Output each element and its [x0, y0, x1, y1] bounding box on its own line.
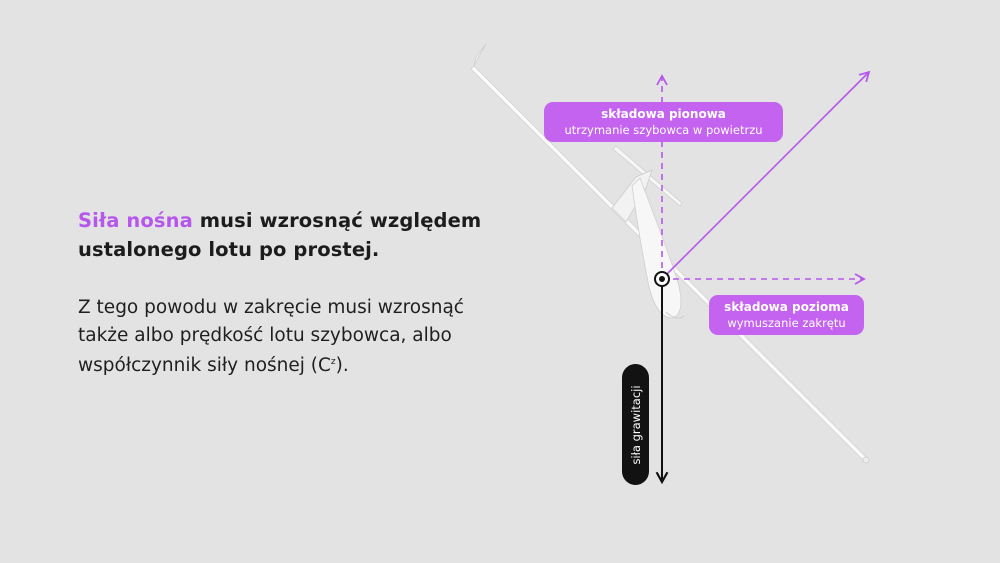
vertical-label-subtitle: utrzymanie szybowca w powietrzu: [564, 123, 763, 137]
horizontal-label-title: składowa pozioma: [724, 300, 849, 314]
body-end: ).: [335, 355, 349, 376]
body-paragraph: Z tego powodu w zakręcie musi wzrosnąć t…: [78, 294, 518, 380]
explanation-text: Siła nośna musi wzrosnąć względem ustalo…: [78, 206, 518, 380]
horizontal-component-label: składowa pozioma wymuszanie zakrętu: [709, 295, 864, 335]
headline-rest: musi wzrosnąć względem ustalonego lotu p…: [78, 209, 482, 261]
body-superscript: z: [330, 357, 336, 367]
headline: Siła nośna musi wzrosnąć względem ustalo…: [78, 206, 518, 264]
glider-winglet: [473, 43, 487, 67]
vertical-component-label: składowa pionowa utrzymanie szybowca w p…: [544, 102, 783, 142]
horizontal-label-subtitle: wymuszanie zakrętu: [727, 316, 846, 330]
vertical-label-title: składowa pionowa: [601, 107, 726, 121]
gravity-label-text: siła grawitacji: [628, 384, 643, 465]
body-main: Z tego powodu w zakręcie musi wzrosnąć t…: [78, 297, 464, 376]
gravity-label: siła grawitacji: [622, 364, 649, 485]
headline-accent: Siła nośna: [78, 209, 193, 232]
lift-vector-arrow: [661, 70, 871, 280]
